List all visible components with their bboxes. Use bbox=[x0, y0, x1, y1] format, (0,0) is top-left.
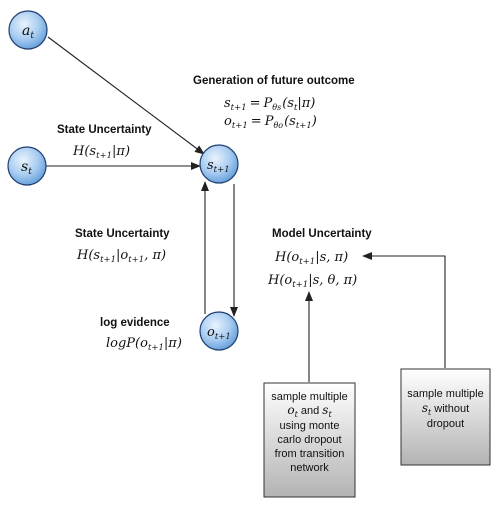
heading-state-uncertainty-1: State Uncertainty bbox=[57, 124, 152, 136]
box-sample-with-dropout: sample multiple ot and st using monte ca… bbox=[263, 382, 356, 498]
heading-model-uncertainty: Model Uncertainty bbox=[272, 228, 372, 240]
box-left-line-5: from transition bbox=[275, 448, 345, 460]
box-left-line-6: network bbox=[290, 462, 329, 474]
box-left-line-4: carlo dropout bbox=[277, 434, 341, 446]
formula-gen-o: ot+1=Pθo(st+1) bbox=[224, 114, 317, 131]
box-right-line-2: st without bbox=[422, 401, 469, 417]
node-a-t: at bbox=[8, 10, 48, 50]
edge-at-to-st1 bbox=[47, 36, 205, 155]
node-s-t-label: st bbox=[21, 159, 32, 177]
heading-log-evidence: log evidence bbox=[100, 317, 170, 329]
box-right-line-1: sample multiple bbox=[407, 388, 483, 400]
formula-model-uncertainty-2: H(ot+1|s, θ, π) bbox=[267, 273, 357, 290]
node-s-t1-label: st+1 bbox=[207, 158, 230, 175]
box-left-line-3: using monte bbox=[280, 420, 340, 432]
node-s-t1: st+1 bbox=[199, 144, 239, 184]
node-s-t: st bbox=[7, 146, 47, 186]
formula-entropy-state-1: H(st+1|π) bbox=[72, 144, 130, 161]
box-sample-without-dropout: sample multiple st without dropout bbox=[400, 368, 491, 466]
node-o-t1: ot+1 bbox=[199, 311, 239, 351]
edge-right-box-to-model-uncertainty bbox=[362, 252, 446, 368]
box-right-line-3: dropout bbox=[427, 418, 464, 430]
node-a-t-label: at bbox=[22, 23, 34, 41]
formula-gen-s: st+1=Pθs(st|π) bbox=[224, 96, 315, 113]
formula-model-uncertainty-1: H(ot+1|s, π) bbox=[274, 250, 348, 267]
node-o-t1-label: ot+1 bbox=[207, 325, 231, 342]
formula-log-evidence: logP(ot+1|π) bbox=[106, 336, 182, 353]
formula-entropy-state-2: H(st+1|ot+1, π) bbox=[76, 248, 166, 265]
heading-generation: Generation of future outcome bbox=[193, 75, 355, 87]
box-left-line-1: sample multiple bbox=[271, 391, 347, 403]
box-left-line-2: ot and st bbox=[287, 403, 332, 419]
heading-state-uncertainty-2: State Uncertainty bbox=[75, 228, 170, 240]
